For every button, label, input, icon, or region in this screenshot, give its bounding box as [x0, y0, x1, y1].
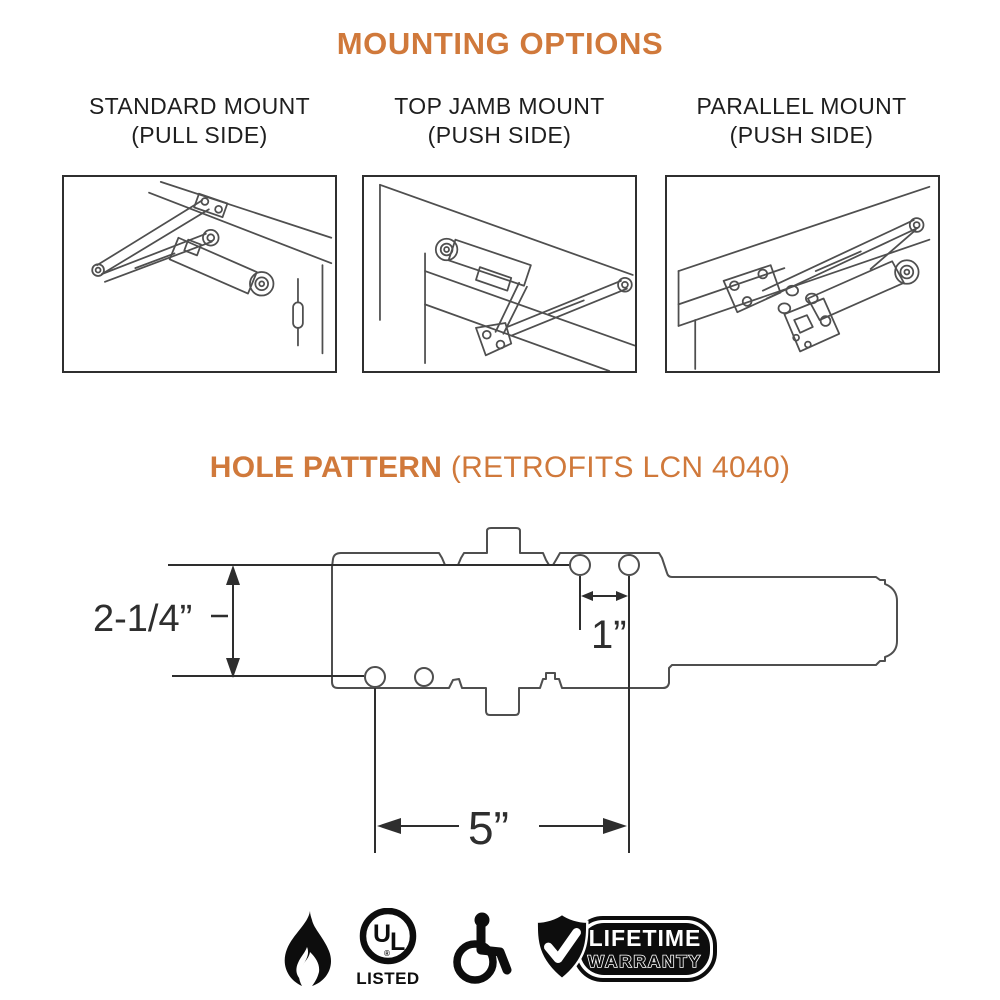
- ul-mark-u: U: [373, 920, 391, 948]
- hole-pattern-title: HOLE PATTERN (RETROFITS LCN 4040): [0, 451, 1000, 485]
- warranty-line2: WARRANTY: [587, 951, 702, 972]
- closer-body-outline: [331, 527, 898, 716]
- mount-side: (PUSH SIDE): [729, 122, 874, 148]
- parallel-mount-diagram: [665, 175, 940, 373]
- mount-label-standard: STANDARD MOUNT (PULL SIDE): [62, 92, 337, 150]
- arrowhead-up: [226, 565, 240, 585]
- arrowhead-right-1in: [616, 591, 628, 601]
- mount-side: (PULL SIDE): [131, 122, 268, 148]
- warranty-capsule: LIFETIME WARRANTY: [573, 916, 717, 982]
- ul-listed-label: LISTED: [356, 969, 419, 988]
- dim-label-horizontal: 5”: [468, 802, 509, 854]
- mounting-hole-top-right: [618, 554, 640, 576]
- door-closer-standard-mount-drawing: [91, 181, 333, 355]
- arrowhead-down: [226, 658, 240, 678]
- mounting-hole-bottom-left: [364, 666, 386, 688]
- mount-name: TOP JAMB MOUNT: [394, 93, 605, 119]
- arrowhead-left-1in: [581, 591, 593, 601]
- shield-checkmark-icon: [535, 912, 589, 981]
- ul-listed-icon: U L ® LISTED: [356, 908, 419, 988]
- hole-pattern-drawing: 2-1/4” 1” 5”: [93, 527, 898, 854]
- dim-label-hole-spacing: 1”: [591, 613, 627, 657]
- standard-mount-diagram: [62, 175, 337, 373]
- ul-mark-l: L: [390, 928, 405, 956]
- mount-name: STANDARD MOUNT: [88, 93, 311, 119]
- mount-label-parallel: PARALLEL MOUNT (PUSH SIDE): [664, 92, 939, 150]
- lifetime-warranty-badge: LIFETIME WARRANTY: [531, 911, 717, 983]
- door-closer-top-jamb-mount-drawing: [379, 183, 635, 371]
- ul-registered-mark: ®: [384, 949, 390, 958]
- fire-rated-flame-icon: [284, 911, 332, 986]
- mount-side: (PUSH SIDE): [427, 122, 572, 148]
- arrowhead-left-5in: [377, 818, 401, 834]
- mount-name: PARALLEL MOUNT: [696, 93, 907, 119]
- dim-label-vertical: 2-1/4”: [93, 598, 192, 640]
- ada-wheelchair-icon: [453, 912, 512, 984]
- warranty-line2-text: WARRANTY: [588, 952, 702, 971]
- door-closer-parallel-mount-drawing: [677, 185, 931, 370]
- page-title: MOUNTING OPTIONS: [336, 26, 664, 61]
- warranty-line1: LIFETIME: [588, 925, 702, 951]
- top-jamb-mount-diagram: [362, 175, 637, 373]
- arrowhead-right-5in: [603, 818, 627, 834]
- hole-pattern-title-bold: HOLE PATTERN: [209, 451, 443, 484]
- mounting-hole-top-left: [569, 554, 591, 576]
- mount-label-top-jamb: TOP JAMB MOUNT (PUSH SIDE): [362, 92, 637, 150]
- hole-pattern-title-note: (RETROFITS LCN 4040): [450, 451, 791, 484]
- mounting-hole-bottom-right: [414, 667, 434, 687]
